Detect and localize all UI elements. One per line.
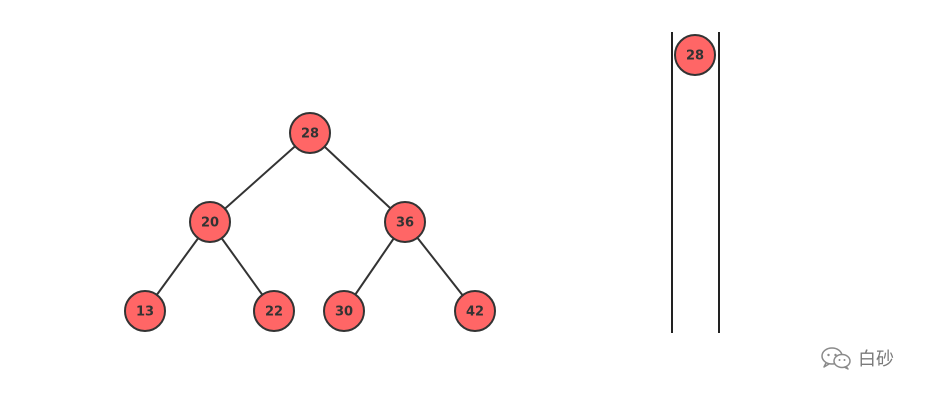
tree-node-22: 22 [253, 290, 295, 332]
stack-item-28: 28 [674, 34, 716, 76]
stack-item-label: 28 [686, 49, 704, 64]
tree-node-36: 36 [384, 201, 426, 243]
tree-node-20: 20 [189, 201, 231, 243]
watermark: 白砂 [820, 346, 894, 374]
node-label: 22 [265, 305, 283, 320]
edge-28-20 [209, 132, 311, 223]
tree-nodes: 28 20 36 13 22 30 42 [124, 112, 496, 332]
node-label: 28 [301, 127, 319, 142]
stack-container: 28 [671, 32, 720, 333]
edge-28-36 [309, 132, 406, 223]
tree-node-42: 42 [454, 290, 496, 332]
wechat-icon [820, 346, 852, 374]
node-label: 36 [396, 216, 414, 231]
watermark-text: 白砂 [858, 349, 894, 370]
node-label: 20 [201, 216, 219, 231]
tree-node-28: 28 [289, 112, 331, 154]
tree-node-13: 13 [124, 290, 166, 332]
node-label: 13 [136, 305, 154, 320]
tree-node-30: 30 [323, 290, 365, 332]
node-label: 30 [335, 305, 353, 320]
node-label: 42 [466, 305, 484, 320]
